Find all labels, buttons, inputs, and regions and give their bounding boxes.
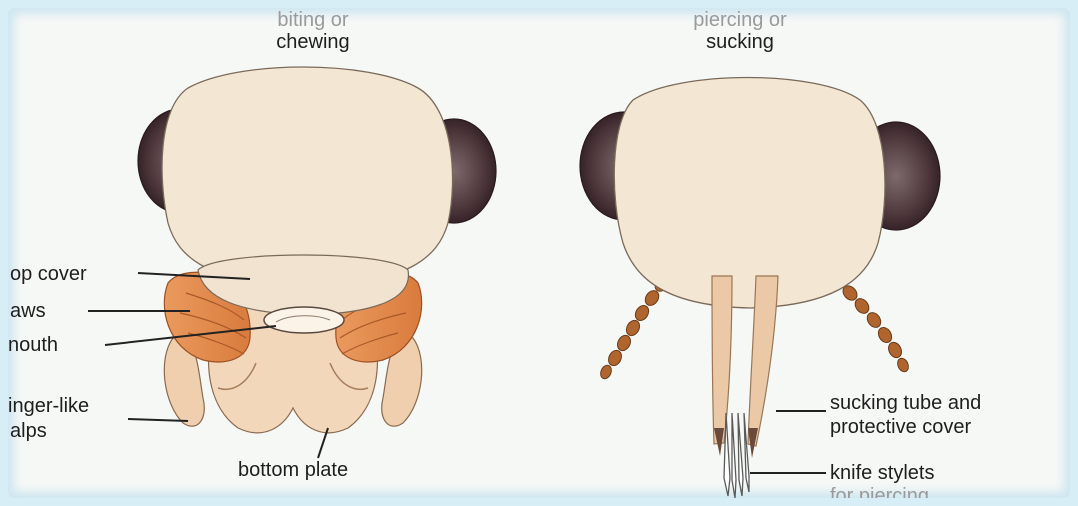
sucking-title-line1: piercing or [693, 9, 787, 31]
bottom-plate-label: bottom plate [238, 459, 348, 481]
sucking-title-line2: sucking [706, 31, 774, 53]
palps-label-line2: alps [10, 420, 47, 442]
top-cover-label: op cover [10, 263, 87, 285]
chewing-title-line1: biting or [277, 9, 348, 31]
diagram-frame: biting or chewing op cover aws nouth ing… [8, 8, 1070, 498]
jaws-label: aws [10, 300, 46, 322]
stylets-label-line2: for piercing [830, 485, 929, 498]
chewing-title-line2: chewing [276, 31, 349, 53]
stylets-label-line1: knife stylets [830, 462, 934, 484]
knife-stylets [724, 413, 749, 498]
chewing-mouthparts-figure: biting or chewing op cover aws nouth ing… [8, 9, 496, 481]
tube-label-line2: protective cover [830, 416, 972, 438]
tube-label-line1: sucking tube and [830, 392, 981, 414]
palps-label-line1: inger-like [8, 395, 89, 417]
sucking-head [614, 78, 885, 309]
left-antenna [599, 274, 672, 380]
sucking-mouthparts-figure: piercing or sucking sucking tube and pro… [580, 9, 981, 498]
left-sucking-tube [712, 276, 732, 444]
mouthparts-diagram: biting or chewing op cover aws nouth ing… [8, 8, 1070, 498]
mouth-label: nouth [8, 334, 58, 356]
mouth-opening [264, 307, 344, 333]
